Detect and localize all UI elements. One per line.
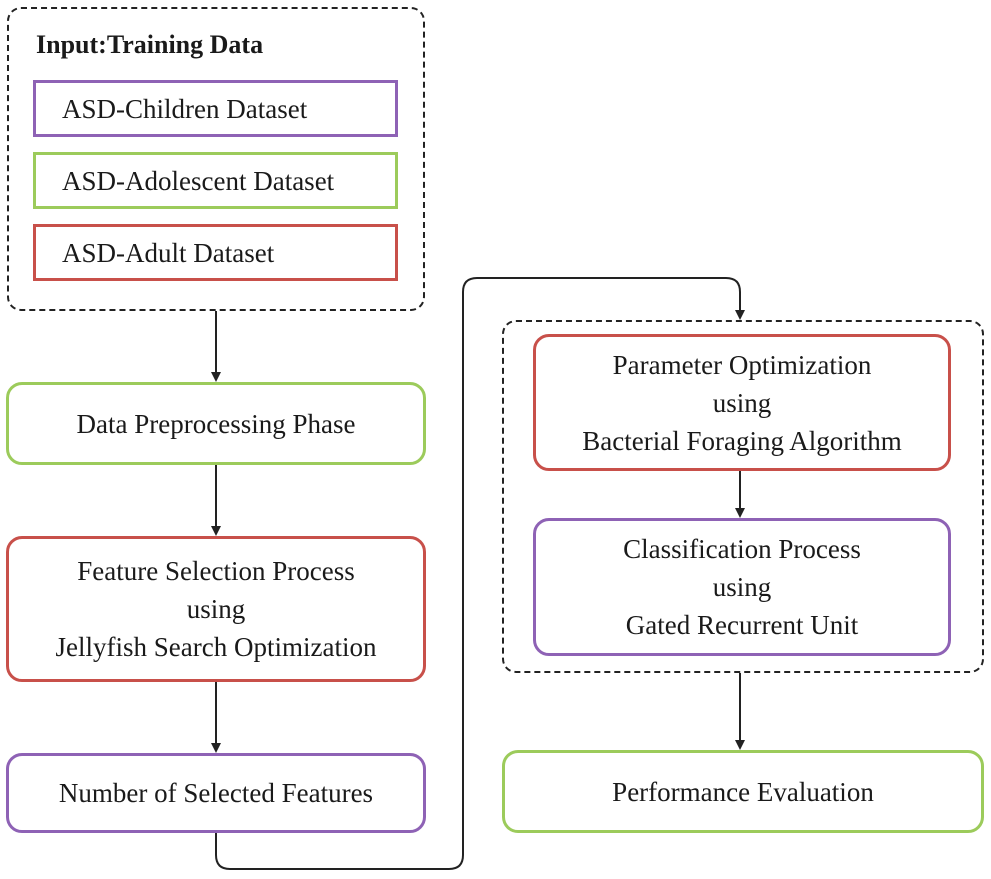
data-preprocessing-label: Data Preprocessing Phase [76, 408, 356, 439]
parameter-optimization-node: Parameter Optimization using Bacterial F… [533, 334, 951, 471]
data-preprocessing-node: Data Preprocessing Phase [6, 382, 426, 465]
parameter-optimization-line-2: using [712, 387, 772, 418]
feature-selection-node: Feature Selection Process using Jellyfis… [6, 536, 426, 682]
classification-node: Classification Process using Gated Recur… [533, 518, 951, 656]
feature-selection-line-3: Jellyfish Search Optimization [55, 632, 377, 662]
optimization-classification-group [502, 320, 984, 673]
parameter-optimization-line-3: Bacterial Foraging Algorithm [582, 425, 902, 456]
input-training-data-group [7, 7, 425, 311]
dataset-adult-label: ASD-Adult Dataset [62, 237, 275, 268]
parameter-optimization-line-1: Parameter Optimization [612, 349, 872, 380]
selected-features-label: Number of Selected Features [58, 778, 374, 808]
dataset-adolescent-label: ASD-Adolescent Dataset [62, 165, 335, 196]
dataset-adult: ASD-Adult Dataset [33, 224, 398, 281]
input-group-title: Input:Training Data [36, 30, 264, 59]
classification-line-1: Classification Process [623, 534, 861, 564]
feature-selection-line-2: using [186, 594, 246, 624]
dataset-children-label: ASD-Children Dataset [62, 93, 308, 124]
selected-features-node: Number of Selected Features [6, 753, 426, 833]
performance-evaluation-label: Performance Evaluation [612, 776, 874, 807]
performance-evaluation-node: Performance Evaluation [502, 750, 984, 833]
dataset-children: ASD-Children Dataset [33, 80, 398, 137]
feature-selection-line-1: Feature Selection Process [77, 556, 355, 586]
classification-line-2: using [712, 572, 772, 602]
dataset-adolescent: ASD-Adolescent Dataset [33, 152, 398, 209]
arrow-selected-features-to-optimization [215, 277, 745, 870]
classification-line-3: Gated Recurrent Unit [625, 610, 859, 640]
